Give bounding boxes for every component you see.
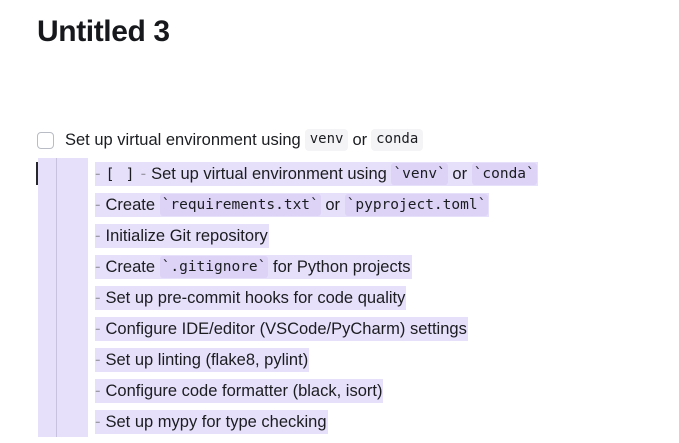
- source-line[interactable]: - Set up pre-commit hooks for code quali…: [0, 282, 679, 313]
- line-text-after: for Python projects: [272, 258, 411, 276]
- indent-gutter: [38, 406, 88, 437]
- indent-gutter: [38, 220, 88, 251]
- inline-code-gitignore-raw: `.gitignore`: [159, 256, 269, 278]
- line-text: Set up virtual environment using: [151, 165, 387, 183]
- task-list-item[interactable]: Set up virtual environment using venv or…: [37, 126, 427, 154]
- inline-code-venv-raw: `venv`: [391, 163, 448, 185]
- inline-code-conda: conda: [371, 129, 424, 151]
- indent-guide-line: [56, 344, 57, 375]
- source-line-text: - Configure IDE/editor (VSCode/PyCharm) …: [95, 317, 468, 341]
- indent-guide-line: [56, 313, 57, 344]
- line-text: Configure IDE/editor (VSCode/PyCharm) se…: [105, 320, 467, 338]
- line-text: Set up linting (flake8, pylint): [105, 351, 309, 369]
- source-line[interactable]: - Initialize Git repository: [0, 220, 679, 251]
- indent-gutter: [38, 375, 88, 406]
- source-line-text: - Set up mypy for type checking: [95, 410, 328, 434]
- secondary-marker: -: [140, 165, 147, 183]
- task-joiner: or: [352, 131, 368, 149]
- source-line[interactable]: - Configure code formatter (black, isort…: [0, 375, 679, 406]
- line-text: Create: [105, 258, 156, 276]
- inline-code-pyproject-raw: `pyproject.toml`: [344, 194, 489, 216]
- line-text: Create: [105, 196, 156, 214]
- line-text: Set up mypy for type checking: [105, 413, 327, 431]
- list-marker: -: [95, 289, 101, 307]
- source-line-text: - Set up linting (flake8, pylint): [95, 348, 310, 372]
- source-line-text: - [ ] - Set up virtual environment using…: [95, 162, 538, 186]
- line-joiner: or: [325, 196, 341, 214]
- source-line-text: - Create `requirements.txt` or `pyprojec…: [95, 193, 490, 217]
- source-line-text: - Create `.gitignore` for Python project…: [95, 255, 412, 279]
- indent-gutter: [38, 344, 88, 375]
- indent-gutter: [38, 282, 88, 313]
- indent-gutter: [38, 189, 88, 220]
- inline-code-conda-raw: `conda`: [471, 163, 537, 185]
- indent-guide-line: [56, 282, 57, 313]
- indent-guide-line: [56, 406, 57, 437]
- indent-guide-line: [56, 158, 57, 189]
- list-marker: -: [95, 165, 101, 183]
- task-text-before: Set up virtual environment using: [65, 131, 301, 149]
- list-marker: -: [95, 320, 101, 338]
- line-text: Set up pre-commit hooks for code quality: [105, 289, 406, 307]
- checkbox-token: [ ]: [105, 165, 136, 183]
- source-lines-container[interactable]: - [ ] - Set up virtual environment using…: [0, 158, 679, 437]
- source-line-text: - Set up pre-commit hooks for code quali…: [95, 286, 407, 310]
- source-line[interactable]: - Configure IDE/editor (VSCode/PyCharm) …: [0, 313, 679, 344]
- list-marker: -: [95, 413, 101, 431]
- inline-code-venv: venv: [304, 129, 349, 151]
- list-marker: -: [95, 258, 101, 276]
- line-text: Initialize Git repository: [105, 227, 268, 245]
- text-cursor: [36, 162, 38, 185]
- indent-guide-line: [56, 375, 57, 406]
- list-marker: -: [95, 196, 101, 214]
- source-line[interactable]: - Set up mypy for type checking: [0, 406, 679, 437]
- source-line-text: - Initialize Git repository: [95, 224, 269, 248]
- inline-code-requirements-raw: `requirements.txt`: [159, 194, 321, 216]
- indent-gutter: [38, 158, 88, 189]
- indent-guide-line: [56, 220, 57, 251]
- source-line-text: - Configure code formatter (black, isort…: [95, 379, 384, 403]
- source-line[interactable]: - Create `requirements.txt` or `pyprojec…: [0, 189, 679, 220]
- task-checkbox[interactable]: [37, 131, 54, 149]
- line-joiner: or: [452, 165, 468, 183]
- list-marker: -: [95, 227, 101, 245]
- indent-guide-line: [56, 251, 57, 282]
- indent-gutter: [38, 251, 88, 282]
- source-line[interactable]: - Create `.gitignore` for Python project…: [0, 251, 679, 282]
- source-line[interactable]: - [ ] - Set up virtual environment using…: [0, 158, 679, 189]
- page-title[interactable]: Untitled 3: [37, 15, 170, 48]
- indent-guide-line: [56, 189, 57, 220]
- task-label: Set up virtual environment using venv or…: [65, 129, 427, 151]
- indent-gutter: [38, 313, 88, 344]
- list-marker: -: [95, 382, 101, 400]
- line-text: Configure code formatter (black, isort): [105, 382, 383, 400]
- source-line[interactable]: - Set up linting (flake8, pylint): [0, 344, 679, 375]
- list-marker: -: [95, 351, 101, 369]
